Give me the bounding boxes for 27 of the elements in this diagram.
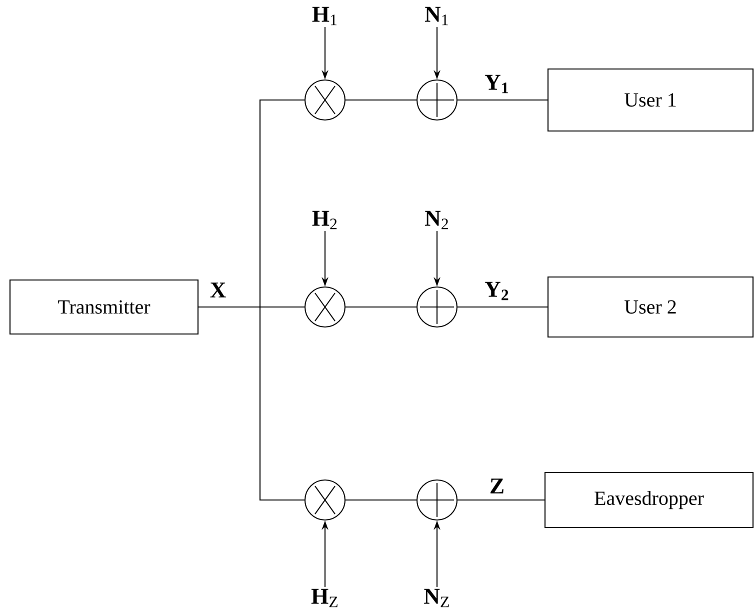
signal-line xyxy=(346,306,416,308)
block-box: User 1 xyxy=(547,68,754,132)
edge-label: X xyxy=(210,282,226,298)
adder-symbol xyxy=(416,79,458,121)
block-box: Eavesdropper xyxy=(544,472,754,528)
signal-line xyxy=(458,99,548,101)
signal-line xyxy=(346,499,416,501)
signal-label: H$_{2}$ xyxy=(312,210,337,230)
multiplier-symbol xyxy=(304,79,346,121)
multiplier-symbol xyxy=(304,479,346,521)
multiplier-symbol xyxy=(304,286,346,328)
signal-label: N$_{1}$ xyxy=(424,6,448,26)
signal-label: H$_{1}$ xyxy=(312,6,336,26)
branch-line xyxy=(198,306,304,501)
signal-line xyxy=(458,306,548,308)
edge-label: Y$_{1}$ xyxy=(484,74,508,94)
adder-symbol xyxy=(416,479,458,521)
signal-label: H$_{Z}$ xyxy=(311,588,338,608)
signal-line xyxy=(346,99,416,101)
block-box: User 2 xyxy=(547,276,754,338)
signal-line xyxy=(458,499,544,501)
adder-symbol xyxy=(416,286,458,328)
edge-label: Y$_{2}$ xyxy=(484,282,508,300)
edge-label: Z xyxy=(490,478,504,494)
signal-label: N$_{Z}$ xyxy=(424,588,449,608)
block-box: Transmitter xyxy=(9,279,199,335)
signal-label: N$_{2}$ xyxy=(424,210,448,230)
